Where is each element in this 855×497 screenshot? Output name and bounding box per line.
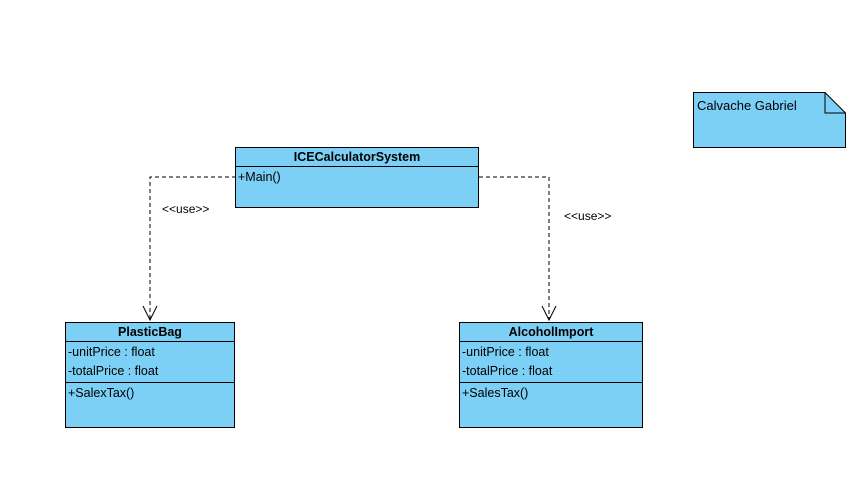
attributes-compartment: -unitPrice : float -totalPrice : float xyxy=(460,342,642,383)
operations-compartment: +Main() xyxy=(236,167,478,188)
dependency-line-plasticbag xyxy=(149,176,236,320)
attributes-compartment: -unitPrice : float -totalPrice : float xyxy=(66,342,234,383)
note-shape xyxy=(693,92,846,148)
attribute: -unitPrice : float xyxy=(462,345,549,359)
use-label-left: <<use>> xyxy=(162,202,210,216)
operation: +Main() xyxy=(238,170,281,184)
class-alcoholimport[interactable]: AlcoholImport -unitPrice : float -totalP… xyxy=(459,322,643,428)
use-label-right: <<use>> xyxy=(564,209,612,223)
class-icecalculatorsystem[interactable]: ICECalculatorSystem +Main() xyxy=(235,147,479,208)
dependency-line-alcoholimport xyxy=(479,176,550,320)
operation: +SalexTax() xyxy=(68,386,135,400)
note[interactable]: Calvache Gabriel xyxy=(693,92,846,148)
operation: +SalesTax() xyxy=(462,386,529,400)
note-text: Calvache Gabriel xyxy=(697,98,797,113)
class-name: PlasticBag xyxy=(66,323,234,342)
class-plasticbag[interactable]: PlasticBag -unitPrice : float -totalPric… xyxy=(65,322,235,428)
operations-compartment: +SalesTax() xyxy=(460,383,642,404)
attribute: -totalPrice : float xyxy=(462,364,553,378)
class-name: AlcoholImport xyxy=(460,323,642,342)
class-name: ICECalculatorSystem xyxy=(236,148,478,167)
dependency-arrowhead-plasticbag xyxy=(142,305,158,322)
operations-compartment: +SalexTax() xyxy=(66,383,234,404)
attribute: -totalPrice : float xyxy=(68,364,159,378)
attribute: -unitPrice : float xyxy=(68,345,155,359)
dependency-arrowhead-alcoholimport xyxy=(541,305,557,322)
